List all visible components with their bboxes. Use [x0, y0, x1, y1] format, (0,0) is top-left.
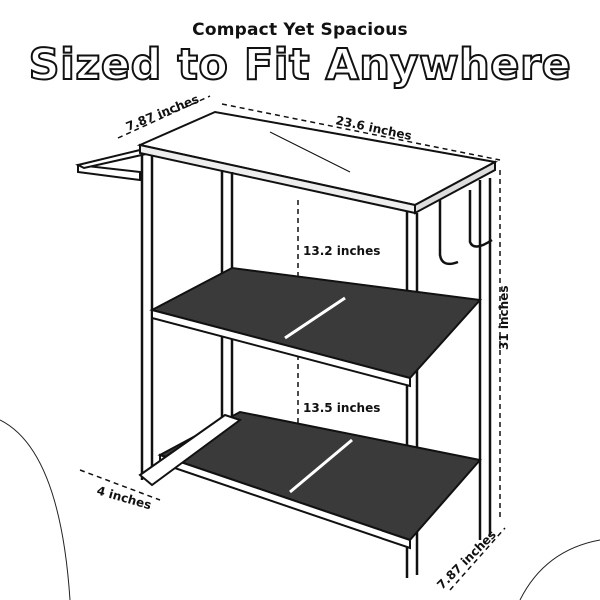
- lower-shelf: [157, 410, 482, 550]
- page-title: Sized to Fit Anywhere: [28, 39, 572, 91]
- left-handle: [75, 148, 149, 182]
- subtitle: Compact Yet Spacious: [192, 20, 408, 40]
- dim-upper-gap: 13.2 inches: [303, 244, 380, 258]
- dim-lower-gap: 13.5 inches: [303, 401, 380, 415]
- base-ledge: [138, 413, 243, 487]
- decor-arc-right: [519, 539, 600, 600]
- decor-arc-left: [0, 419, 71, 600]
- top-panel: [136, 110, 499, 215]
- dim-bottom-depth: 7.87 inches: [434, 527, 499, 592]
- right-hooks: [438, 190, 493, 266]
- dim-base-ledge: 4 inches: [95, 483, 153, 512]
- dim-height: 31 inches: [497, 286, 511, 350]
- dimension-lines: [79, 95, 506, 591]
- upper-shelf: [149, 266, 483, 388]
